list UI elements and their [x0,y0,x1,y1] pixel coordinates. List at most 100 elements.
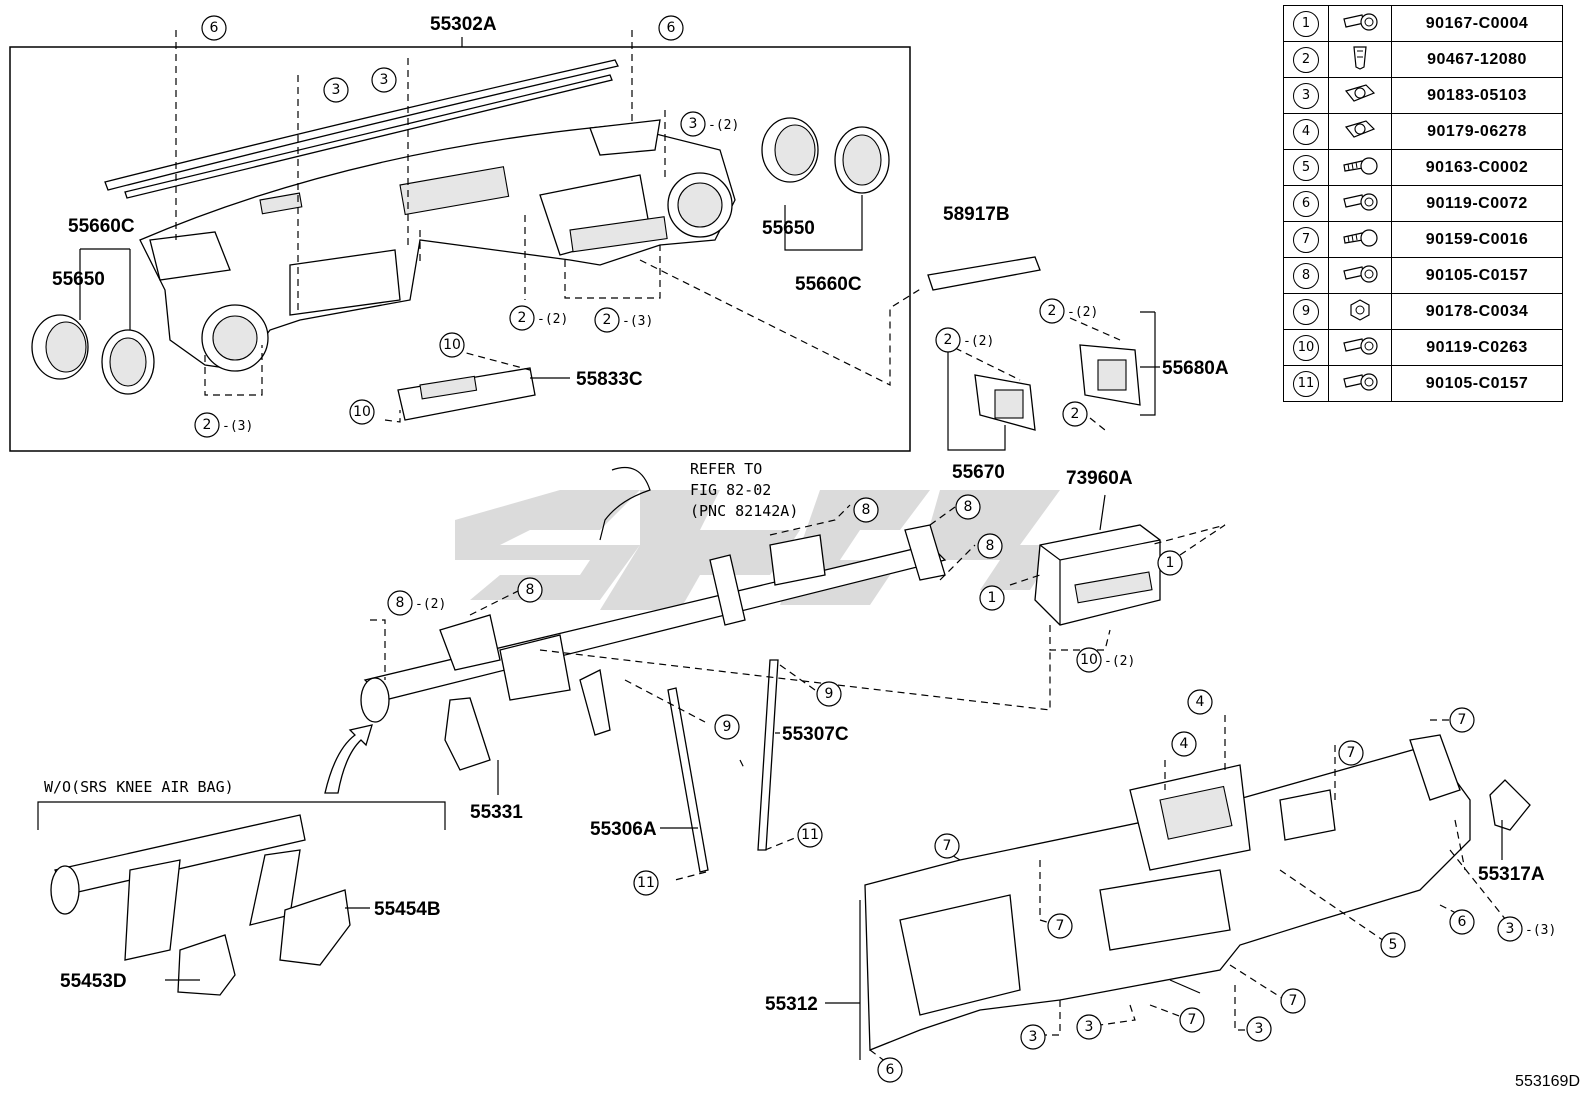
callout-number: 7 [943,838,952,854]
callout-number: 11 [637,875,655,891]
callout-circle [977,533,1003,559]
reference-note-line: FIG 82-02 [690,481,771,499]
part-label: 55307C [782,724,849,745]
vent-55660C-left [101,329,155,395]
callout-circle [1047,913,1073,939]
callout: 6 [201,15,227,41]
variant-bracket [37,801,446,830]
callout-number: 8 [526,582,535,598]
part-label: 55660C [68,216,135,237]
callout-circle [797,822,823,848]
callout: 8 [853,497,879,523]
bolt-washer-icon [1328,329,1392,366]
callout-quantity: -(3) [622,314,653,329]
fastener-index: 8 [1293,262,1319,289]
callout-circle [680,111,706,137]
callout: 8 [517,577,543,603]
callout: 3 [1246,1016,1272,1042]
callout: 3-(3) [1497,916,1556,942]
part-label: 55833C [576,369,643,390]
callout-number: 4 [1196,694,1205,710]
callout-circle [439,332,465,358]
part-label: 55650 [762,218,815,239]
variant-label: W/O(SRS KNEE AIR BAG) [44,778,234,796]
callout-circle [323,77,349,103]
callout-circle [349,399,375,425]
callout: 7 [1280,988,1306,1014]
fastener-index-cell: 4 [1283,113,1329,150]
callout-number: 8 [964,499,973,515]
part-label: 55454B [374,899,441,920]
callout-number: 1 [1166,555,1175,571]
figure-code: 553169D [1515,1073,1580,1090]
callout: 7 [1047,913,1073,939]
part-label: 73960A [1066,468,1133,489]
passenger-airbag-73960A [1034,524,1161,626]
callout-circle [1062,401,1088,427]
callout: 3 [323,77,349,103]
callout-quantity: -(2) [1104,654,1135,669]
callout-circle [1338,740,1364,766]
part-label: 55317A [1478,864,1545,885]
callout-number: 3 [332,82,341,98]
fastener-index: 9 [1293,298,1319,325]
fastener-part-number: 90163-C0002 [1391,149,1563,186]
callout-number: 6 [210,20,219,36]
part-label: 55670 [952,462,1005,483]
arrow-icon [324,724,373,794]
fastener-part-number: 90178-C0034 [1391,293,1563,330]
callout-circle [853,497,879,523]
callout-number: 3 [1085,1019,1094,1035]
fastener-part-number: 90105-C0157 [1391,365,1563,402]
callout: 5 [1380,932,1406,958]
part-label: 58917B [943,204,1010,225]
side-vent-55670 [974,374,1036,431]
callout-number: 6 [1458,914,1467,930]
callout-number: 10 [353,404,371,420]
callout-circle [935,327,961,353]
callout-circle [371,67,397,93]
callout-number: 3 [689,116,698,132]
callout: 6 [1449,909,1475,935]
callout-number: 6 [886,1062,895,1078]
callout-circle [877,1057,903,1083]
part-label: 55660C [795,274,862,295]
fastener-part-number: 90179-06278 [1391,113,1563,150]
part-label: 55453D [60,971,127,992]
callout-number: 7 [1458,712,1467,728]
nut-clip-icon [1328,77,1392,114]
callout-circle [1380,932,1406,958]
callout-number: 3 [380,72,389,88]
callout-circle [1020,1024,1046,1050]
screw-icon [1328,221,1392,258]
nut-clip-icon [1328,113,1392,150]
dashboard-top-rail [104,59,619,199]
callout: 1 [979,585,1005,611]
part-label: 55680A [1162,358,1229,379]
callout: 8-(2) [387,590,446,616]
callout-number: 2 [518,310,527,326]
callout: 2-(3) [594,307,653,333]
callout-number: 7 [1188,1012,1197,1028]
callout: 4 [1187,689,1213,715]
callout: 2-(3) [194,412,253,438]
fastener-part-number: 90159-C0016 [1391,221,1563,258]
fastener-index: 6 [1293,190,1319,217]
callout-circle [955,494,981,520]
callout-circle [201,15,227,41]
reference-note: REFER TO FIG 82-02 (PNC 82142A) [690,460,798,520]
clip-icon [1328,41,1392,78]
callout: 10 [349,399,375,425]
callout: 3 [1020,1024,1046,1050]
callout-circle [1076,1014,1102,1040]
lower-dashboard-55312 [864,734,1471,1051]
callout-quantity: -(2) [415,597,446,612]
